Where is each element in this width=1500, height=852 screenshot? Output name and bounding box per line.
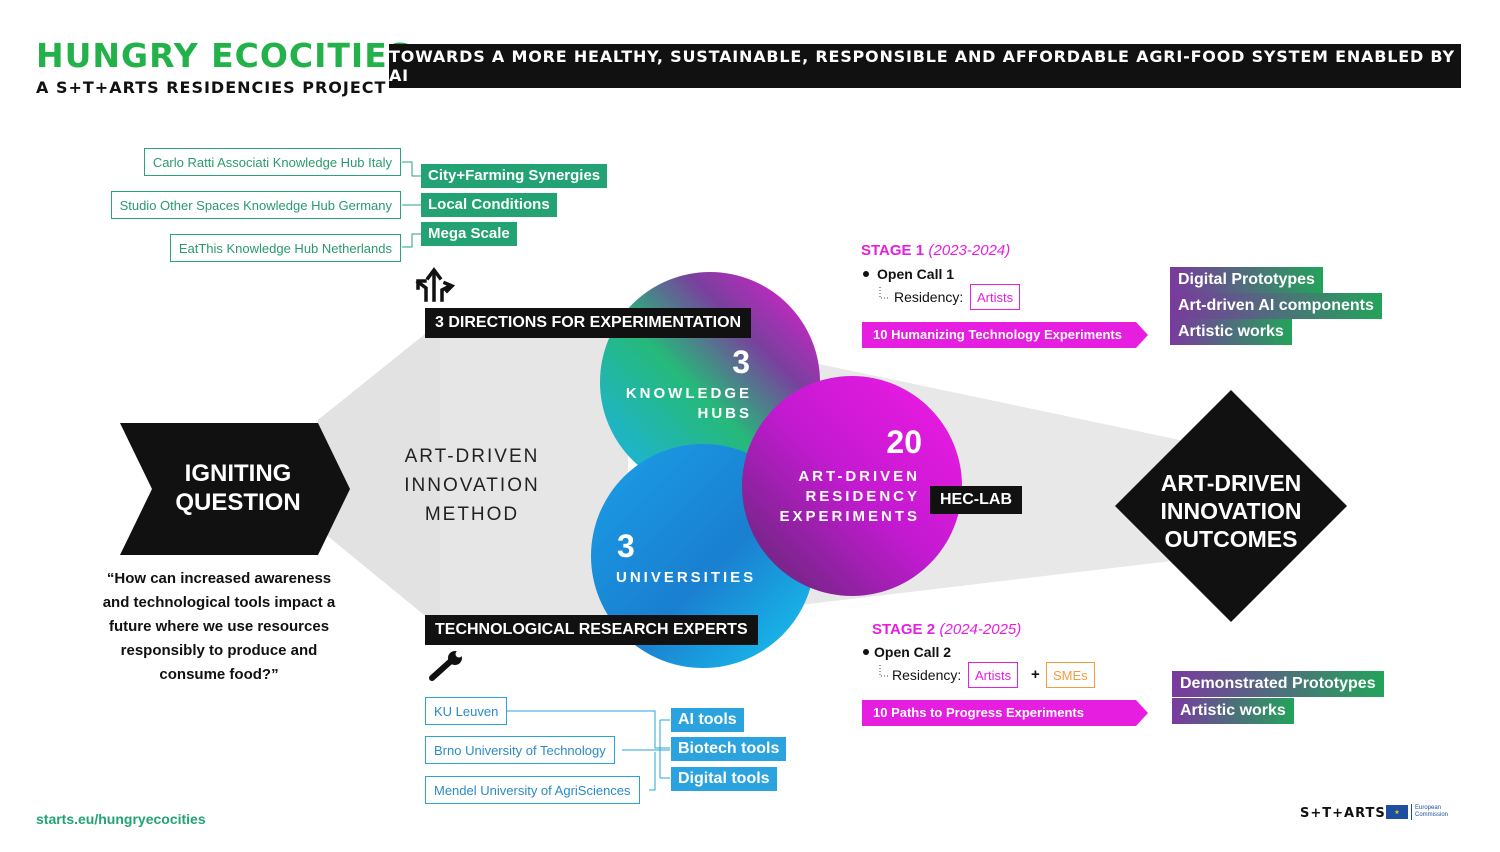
direction-tag-mega: Mega Scale: [421, 222, 517, 246]
hub-box-italy: Carlo Ratti Associati Knowledge Hub Ital…: [143, 148, 401, 176]
starts-logo: S+T+ARTS: [1300, 806, 1386, 821]
wrench-icon: [429, 650, 463, 681]
ec-text: European Commission: [1415, 805, 1448, 819]
stage2-heading: STAGE 2 (2024-2025): [872, 621, 1021, 639]
tool-tag-ai: AI tools: [671, 708, 744, 732]
stage2-arrow-shape: [862, 700, 1148, 726]
method-line1: ART-DRIVEN: [404, 446, 540, 467]
igniting-quote: “How can increased awareness and technol…: [102, 570, 336, 683]
igniting-question-label: IGNITING QUESTION: [152, 459, 324, 517]
stage2-smes-box: SMEs: [1046, 662, 1095, 688]
stage2-years: (2024-2025): [939, 621, 1022, 638]
igniting-line2: QUESTION: [175, 489, 301, 516]
experiments-label-line2: RESIDENCY: [805, 488, 920, 505]
igniting-line1: IGNITING: [184, 460, 292, 487]
stage2-arrow-label: 10 Paths to Progress Experiments: [873, 705, 1084, 720]
hubs-label: KNOWLEDGE HUBS: [600, 384, 752, 424]
outcomes-line3: OUTCOMES: [1164, 526, 1298, 552]
experts-label: TECHNOLOGICAL RESEARCH EXPERTS: [425, 615, 758, 645]
stage1-label: STAGE 1: [861, 242, 925, 259]
outcomes-line2: INNOVATION: [1160, 498, 1302, 524]
stage1-output-artistic-works: Artistic works: [1170, 319, 1292, 345]
method-line3: METHOD: [424, 504, 520, 525]
ec-logo: ★ European Commission: [1386, 804, 1448, 820]
header-banner: TOWARDS A MORE HEALTHY, SUSTAINABLE, RES…: [389, 44, 1461, 88]
university-box-mendel: Mendel University of AgriSciences: [425, 776, 640, 804]
university-box-brno: Brno University of Technology: [425, 736, 615, 764]
stage2-output-artistic-works: Artistic works: [1172, 698, 1294, 724]
stage2-call: Open Call 2: [874, 644, 952, 660]
stage2-plus: +: [1031, 666, 1040, 683]
hub-box-germany: Studio Other Spaces Knowledge Hub German…: [110, 191, 401, 219]
page-subtitle: A S+T+ARTS RESIDENCIES PROJECT: [36, 78, 387, 97]
stage2-artists-box: Artists: [968, 662, 1019, 688]
direction-tag-local: Local Conditions: [421, 193, 557, 217]
tool-tag-biotech: Biotech tools: [671, 737, 787, 761]
hub-connectors: [402, 161, 421, 248]
stage2-tree: [879, 665, 890, 677]
tool-tag-digital: Digital tools: [671, 767, 777, 791]
directions-label: 3 DIRECTIONS FOR EXPERIMENTATION: [425, 308, 752, 338]
funnel-left-upper: [318, 322, 440, 628]
ec-text-line1: European: [1415, 805, 1442, 811]
outcomes-line1: ART-DRIVEN: [1160, 470, 1302, 496]
stage1-artists-box: Artists: [970, 284, 1021, 310]
stage1-heading: STAGE 1 (2023-2024): [861, 242, 1010, 260]
experiments-number: 20: [886, 424, 922, 460]
circle-experiments: [742, 376, 962, 596]
eu-flag-icon: ★: [1386, 805, 1408, 819]
stage2-residency: Residency:: [892, 667, 962, 683]
university-connectors: [507, 710, 670, 791]
stage2-bullet: [863, 649, 869, 655]
stage1-arrow-shape: [862, 322, 1148, 348]
footer-url[interactable]: starts.eu/hungryecocities: [36, 811, 206, 827]
hubs-number: 3: [732, 344, 750, 380]
experiments-label: ART-DRIVEN RESIDENCY EXPERIMENTS: [760, 467, 920, 527]
stage1-years: (2023-2024): [928, 242, 1011, 259]
stage1-bullet: [863, 271, 869, 277]
igniting-chevron: [120, 423, 350, 555]
direction-tag-city-farming: City+Farming Synergies: [421, 164, 608, 188]
ec-text-line2: Commission: [1415, 812, 1449, 818]
universities-number: 3: [617, 528, 635, 564]
hub-box-netherlands: EatThis Knowledge Hub Netherlands: [169, 234, 401, 262]
experiments-label-line3: EXPERIMENTS: [779, 508, 920, 525]
method-line2: INNOVATION: [404, 475, 540, 496]
method-label: ART-DRIVEN INNOVATION METHOD: [392, 442, 552, 529]
stage1-arrow-label: 10 Humanizing Technology Experiments: [873, 327, 1122, 342]
outcomes-label: ART-DRIVEN INNOVATION OUTCOMES: [1141, 469, 1321, 553]
stage1-call: Open Call 1: [877, 266, 955, 282]
stage1-tree: [879, 287, 890, 299]
hubs-label-line1: KNOWLEDGE: [625, 385, 752, 402]
stage2-output-demonstrated-prototypes: Demonstrated Prototypes: [1172, 671, 1384, 697]
stage2-label: STAGE 2: [872, 621, 936, 638]
page-title: HUNGRY ECOCITIES: [36, 36, 413, 75]
directions-icon: [415, 267, 456, 302]
stage1-residency: Residency:: [894, 289, 964, 305]
universities-label: UNIVERSITIES: [616, 569, 757, 586]
hubs-label-line2: HUBS: [697, 405, 752, 422]
experiments-label-line1: ART-DRIVEN: [798, 468, 920, 485]
stage1-output-digital-prototypes: Digital Prototypes: [1170, 267, 1323, 293]
stage1-output-ai-components: Art-driven AI components: [1170, 293, 1382, 319]
university-box-ku-leuven: KU Leuven: [425, 697, 508, 725]
outcome-diamond: [1115, 390, 1347, 622]
hec-lab-label: HEC-LAB: [930, 486, 1022, 514]
